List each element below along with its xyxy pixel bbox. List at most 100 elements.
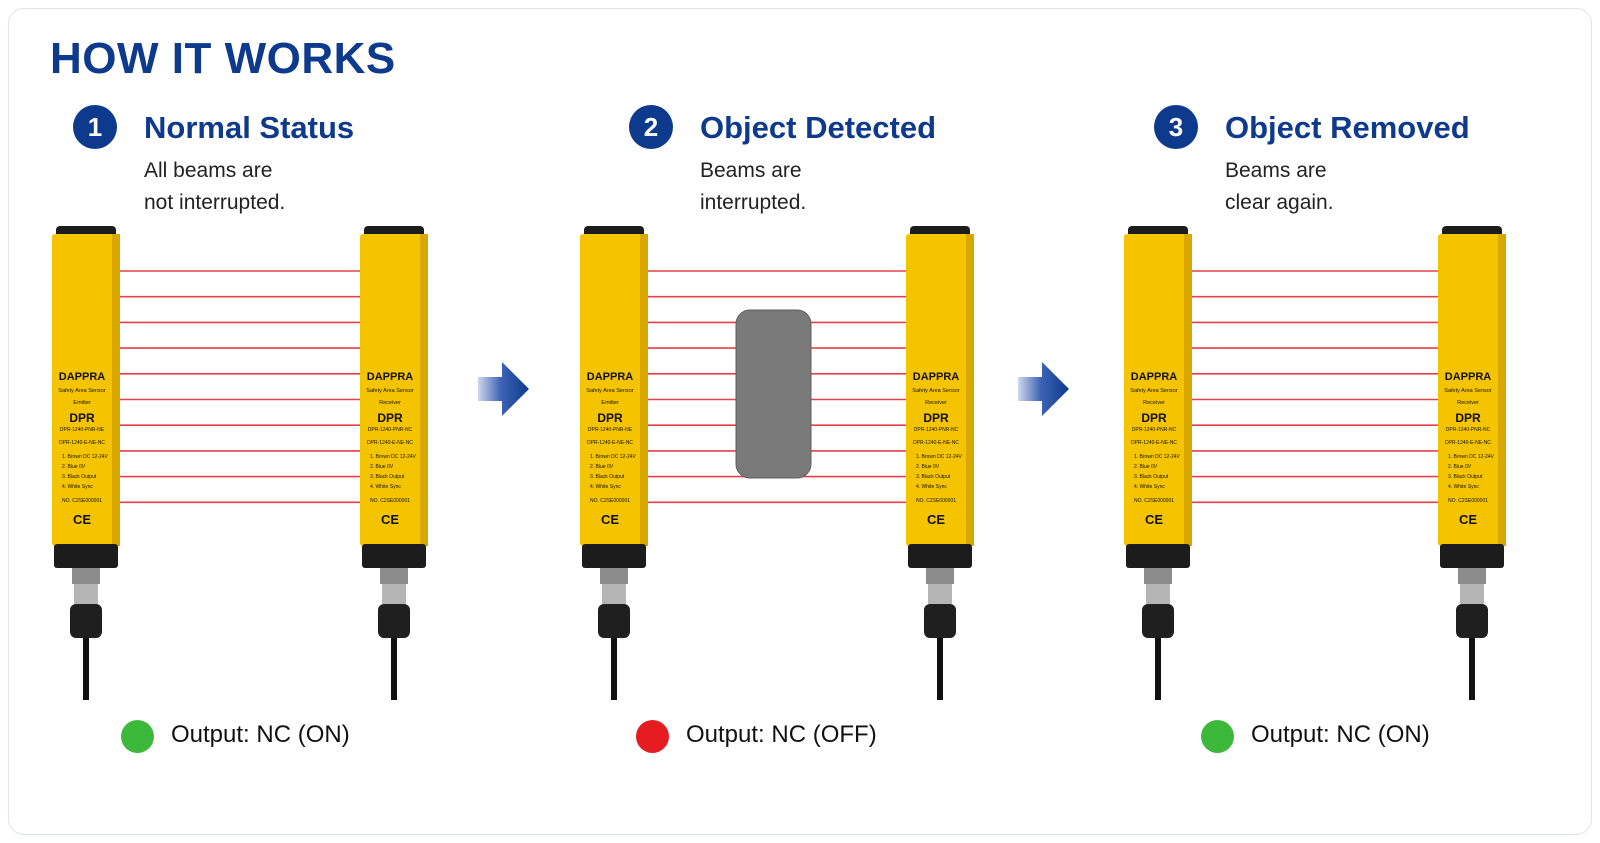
sensor-bottom-cap [362, 544, 426, 568]
sensor-wiring-line: 4. White Sync [916, 484, 947, 490]
sensor-wiring-line: 2. Blue 0V [916, 464, 940, 470]
connector-nut [600, 568, 628, 584]
sensor-subtitle: Safety Area Sensor [1444, 388, 1492, 394]
sensor-cable [83, 638, 89, 700]
step-title: Object Removed [1225, 110, 1470, 145]
connector-thread [74, 584, 98, 604]
sensor-role: Emitter [601, 400, 619, 406]
sensor-model: DPR [597, 411, 623, 425]
step-description: All beams are not interrupted. [144, 155, 404, 219]
connector-thread [602, 584, 626, 604]
sensor-serial: NO. C2SE000001 [370, 498, 410, 504]
connector-plug [598, 604, 630, 638]
sensor-role: Receiver [1143, 400, 1165, 406]
sensor-spec: DPR-1240-PNR-NE [588, 427, 633, 433]
step-description: Beams are interrupted. [700, 155, 960, 219]
sensor-bottom-cap [1126, 544, 1190, 568]
connector-nut [1458, 568, 1486, 584]
sensor-cable [937, 638, 943, 700]
step-description-line: not interrupted. [144, 191, 286, 214]
sensor-body [906, 234, 974, 546]
sensor-wiring-line: 4. White Sync [1134, 484, 1165, 490]
step-title: Object Detected [700, 110, 937, 145]
sensor-wiring-line: 1. Brown DC 12-24V [370, 454, 417, 460]
connector-plug [70, 604, 102, 638]
sensor-wiring-line: 3. Black Output [62, 474, 97, 480]
ce-mark-icon: CE [1459, 512, 1477, 527]
sensor-body [580, 234, 648, 546]
arrow-right-icon [1018, 362, 1069, 416]
output-status-label: Output: NC (OFF) [686, 721, 877, 748]
status-dot-icon [1201, 720, 1234, 753]
sensor-serial: NO. C2SE000001 [590, 498, 630, 504]
step-description-line: Beams are [1225, 159, 1327, 182]
sensor-bottom-cap [582, 544, 646, 568]
sensor-role: Receiver [1457, 400, 1479, 406]
sensor-subtitle: Safety Area Sensor [366, 388, 414, 394]
arrow-right-icon [478, 362, 529, 416]
step-normal-status: 1 Normal Status All beams are not interr… [0, 0, 540, 843]
connector-plug [1456, 604, 1488, 638]
sensor-model: DPR [1141, 411, 1167, 425]
sensor-subtitle: Safety Area Sensor [1130, 388, 1178, 394]
step-object-detected: 2 Object Detected Beams are interrupted.… [528, 0, 1068, 843]
sensor-wiring-line: 2. Blue 0V [62, 464, 86, 470]
sensor-serial: NO. C2SE000001 [1134, 498, 1174, 504]
sensor-wiring-line: 1. Brown DC 12-24V [1448, 454, 1495, 460]
connector-thread [1146, 584, 1170, 604]
sensor-edge [1184, 234, 1192, 546]
sensor-body [1124, 234, 1192, 546]
sensor-edge [112, 234, 120, 546]
sensor-spec: DPR-1240-E-NE-NC [1445, 440, 1491, 446]
connector-plug [1142, 604, 1174, 638]
sensor-cable [391, 638, 397, 700]
sensor-role: Emitter [73, 400, 91, 406]
step-description-line: Beams are [700, 159, 802, 182]
sensor-spec: DPR-1240-PNR-NC [1132, 427, 1177, 433]
step-number-badge: 1 [73, 105, 117, 149]
connector-nut [1144, 568, 1172, 584]
sensor-model: DPR [377, 411, 403, 425]
connector-thread [382, 584, 406, 604]
connector-thread [1460, 584, 1484, 604]
ce-mark-icon: CE [73, 512, 91, 527]
sensor-body [360, 234, 428, 546]
sensor-spec: DPR-1240-E-NE-NC [367, 440, 413, 446]
sensor-spec: DPR-1240-E-NE-NC [59, 440, 105, 446]
sensor-edge [966, 234, 974, 546]
sensor-cable [1469, 638, 1475, 700]
sensor-wiring-line: 1. Brown DC 12-24V [1134, 454, 1181, 460]
sensor-wiring-line: 2. Blue 0V [1134, 464, 1158, 470]
sensor-bottom-cap [908, 544, 972, 568]
sensor-brand: DAPPRA [59, 371, 106, 383]
connector-plug [924, 604, 956, 638]
connector-plug [378, 604, 410, 638]
sensor-subtitle: Safety Area Sensor [912, 388, 960, 394]
sensor-spec: DPR-1240-PNR-NC [368, 427, 413, 433]
sensor-model: DPR [69, 411, 95, 425]
sensor-subtitle: Safety Area Sensor [58, 388, 106, 394]
ce-mark-icon: CE [601, 512, 619, 527]
detected-object [735, 309, 812, 479]
sensor-brand: DAPPRA [1445, 371, 1492, 383]
sensor-wiring-line: 1. Brown DC 12-24V [62, 454, 109, 460]
sensor-spec: DPR-1240-E-NE-NC [587, 440, 633, 446]
sensor-wiring-line: 3. Black Output [590, 474, 625, 480]
sensor-cable [611, 638, 617, 700]
sensor-edge [420, 234, 428, 546]
sensor-bottom-cap [1440, 544, 1504, 568]
sensor-wiring-line: 3. Black Output [1134, 474, 1169, 480]
status-dot-icon [636, 720, 669, 753]
output-status-label: Output: NC (ON) [1251, 721, 1430, 748]
sensor-brand: DAPPRA [913, 371, 960, 383]
sensor-wiring-line: 1. Brown DC 12-24V [916, 454, 963, 460]
ce-mark-icon: CE [381, 512, 399, 527]
sensor-serial: NO. C2SE000001 [916, 498, 956, 504]
step-description: Beams are clear again. [1225, 155, 1485, 219]
connector-nut [380, 568, 408, 584]
